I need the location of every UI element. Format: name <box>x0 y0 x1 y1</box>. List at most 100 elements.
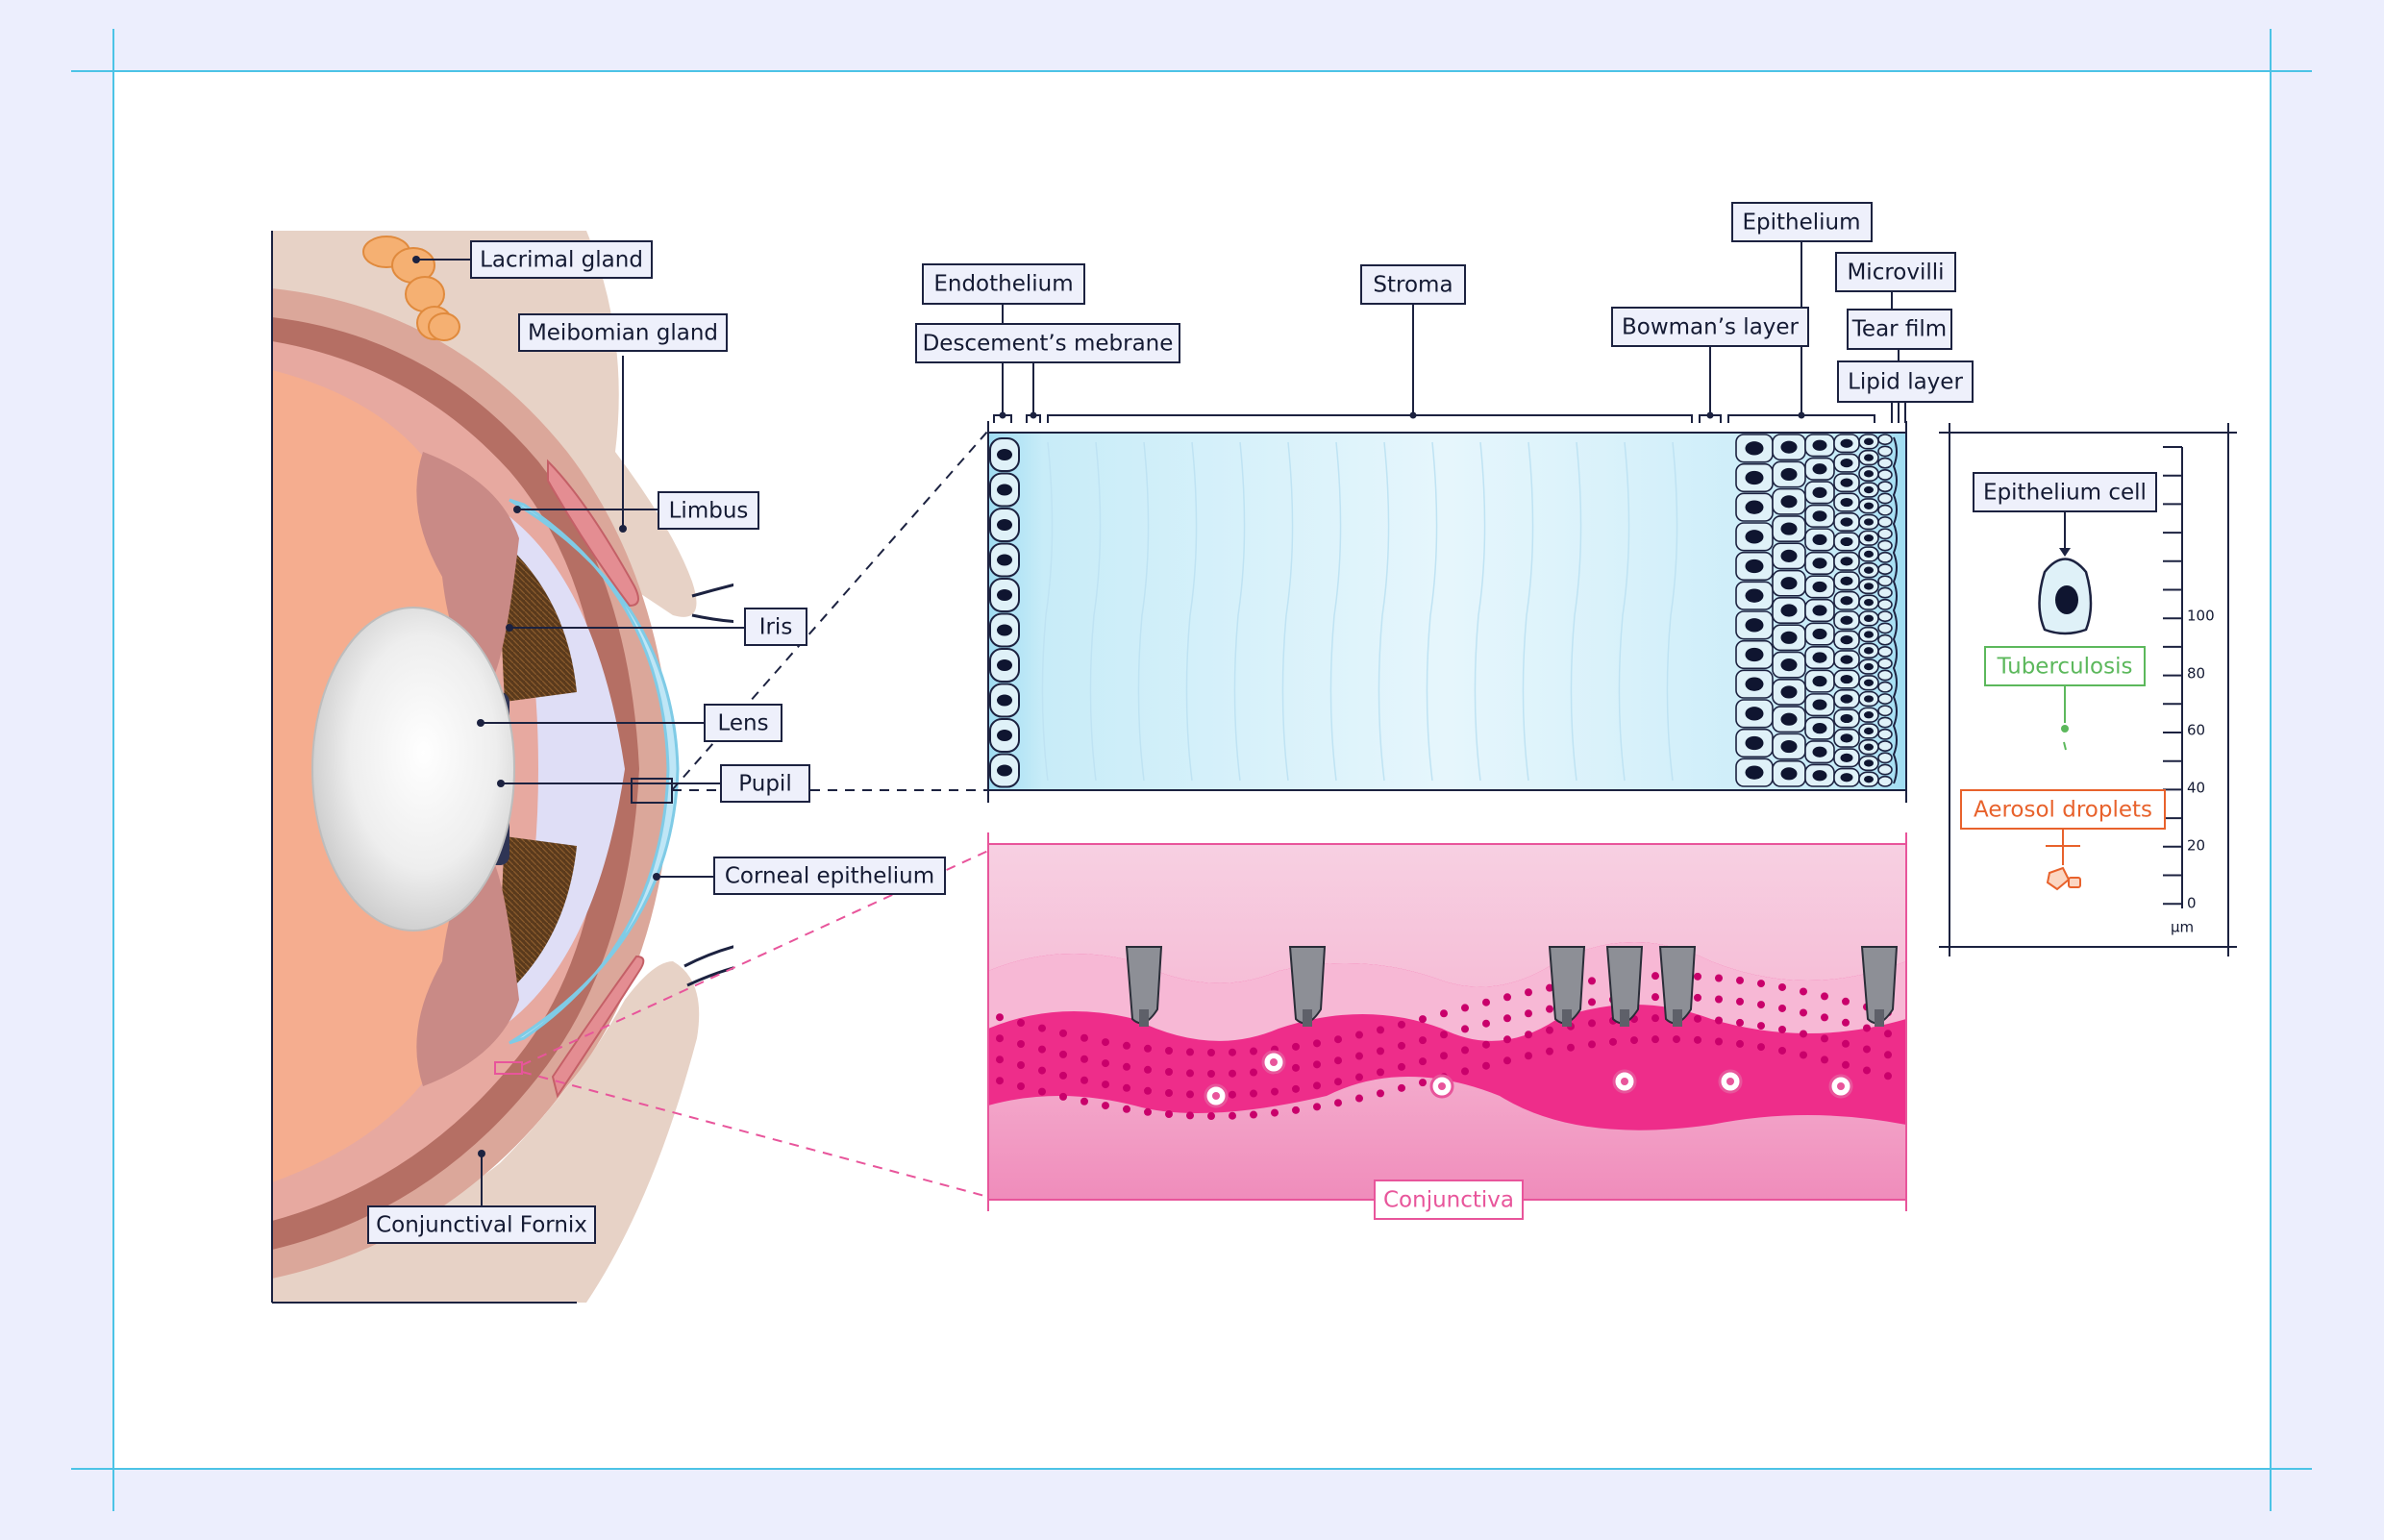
label-lens-text: Lens <box>717 711 768 736</box>
conjunctiva-cell-dot <box>1800 987 1807 996</box>
epithelium-cell-nucleus <box>1840 694 1853 704</box>
conjunctiva-cell-dot <box>1165 1068 1173 1077</box>
conjunctiva-cell-dot <box>1482 1019 1490 1028</box>
endothelium-nucleus <box>997 624 1012 636</box>
epithelium-cell-nucleus <box>1840 459 1853 468</box>
conjunctiva-cell-dot <box>1461 1067 1469 1076</box>
conjunctiva-cell-dot <box>1694 972 1701 981</box>
conjunctiva-cell-dot <box>1546 1047 1553 1056</box>
epithelium-cell-nucleus <box>1812 581 1827 593</box>
epithelium-cell-nucleus <box>1780 631 1798 644</box>
conjunctiva-cell-dot <box>1038 1066 1046 1075</box>
immune-cell-core <box>1621 1078 1628 1085</box>
epithelium-cell-shape <box>1877 516 1893 528</box>
epithelium-cell-nucleus <box>1864 566 1874 574</box>
label-bowmans-layer: Bowman’s layer <box>1611 307 1809 347</box>
conjunctiva-cell-dot <box>1503 993 1511 1002</box>
conjunctiva-cell-dot <box>1334 1035 1342 1044</box>
epithelium-cell-nucleus <box>1780 712 1798 726</box>
conjunctiva-cell-dot <box>1377 1089 1384 1098</box>
epithelium-cell-shape <box>1877 775 1893 787</box>
conjunctiva-cell-dot <box>1038 1087 1046 1096</box>
conjunctiva-cell-dot <box>1525 1031 1532 1039</box>
conjunctiva-cell-dot <box>1461 1025 1469 1033</box>
epithelium-cells <box>1735 434 1893 787</box>
conjunctiva-cell-dot <box>1313 1039 1321 1048</box>
conjunctiva-cell-dot <box>1503 1014 1511 1023</box>
conjunctiva-cell-dot <box>1250 1110 1257 1119</box>
label-aerosol-droplets-text: Aerosol droplets <box>1974 798 2152 823</box>
conjunctiva-cell-dot <box>1651 1035 1659 1044</box>
endothelium-nucleus <box>997 659 1012 671</box>
conjunctiva-cell-dot <box>1377 1068 1384 1077</box>
tick-label-40: 40 <box>2187 780 2205 797</box>
conjunctiva-cell-dot <box>1800 1030 1807 1038</box>
conjunctiva-cell-dot <box>1080 1033 1088 1042</box>
epithelium-cell-shape <box>1877 481 1893 493</box>
epithelium-cell-nucleus <box>1745 530 1764 544</box>
epithelium-cell-nucleus <box>1864 485 1874 494</box>
epithelium-cell-nucleus <box>1780 604 1798 617</box>
conjunctiva-cell-dot <box>1229 1090 1236 1099</box>
epithelium-cell-shape <box>1877 645 1893 658</box>
goblet-cells <box>1125 946 1899 1027</box>
conjunctiva-cell-dot <box>1736 1018 1744 1027</box>
epithelium-cell-shape <box>1877 752 1893 764</box>
epithelium-cell-nucleus <box>1745 707 1764 721</box>
eye-leaders <box>412 256 989 1206</box>
epithelium-cell-nucleus <box>1864 662 1874 671</box>
conjunctiva-cell-dot <box>1334 1099 1342 1107</box>
epithelium-cell-shape <box>1877 457 1893 469</box>
tuberculosis-particle <box>2061 725 2069 733</box>
epithelium-cell-nucleus <box>1840 596 1853 606</box>
conjunctiva-cell-dot <box>1334 1078 1342 1086</box>
conjunctiva-cell-dot <box>1292 1063 1300 1072</box>
label-lacrimal-gland-text: Lacrimal gland <box>480 248 643 273</box>
epithelium-cell-shape <box>1877 633 1893 646</box>
label-bowmans-layer-text: Bowman’s layer <box>1622 315 1800 340</box>
conjunctiva-cell-dot <box>1313 1103 1321 1111</box>
epithelium-cell-nucleus <box>1780 577 1798 590</box>
label-lacrimal-gland: Lacrimal gland <box>470 240 653 279</box>
conjunctiva-cell-dot <box>1165 1047 1173 1056</box>
label-epithelium-cell-text: Epithelium cell <box>1983 481 2147 506</box>
epithelium-cell-nucleus <box>1840 615 1853 625</box>
conjunctiva-cell-dot <box>996 1077 1004 1085</box>
label-conjunctival-fornix: Conjunctival Fornix <box>367 1205 596 1244</box>
goblet-cell-stem <box>1673 1009 1682 1027</box>
tick-label-0: 0 <box>2187 895 2197 912</box>
conjunctiva-cell-dot <box>1863 1024 1871 1032</box>
epithelium-cell-nucleus <box>1745 500 1764 514</box>
conjunctiva-cell-dot <box>1609 1037 1617 1046</box>
epithelium-cell-shape <box>1877 598 1893 610</box>
epithelium-cell-shape <box>1877 563 1893 576</box>
conjunctiva-cell-dot <box>1102 1080 1109 1089</box>
conjunctiva-cell-dot <box>1546 983 1553 992</box>
immune-cell-core <box>1837 1082 1845 1090</box>
conjunctiva-cell-dot <box>1757 1043 1765 1052</box>
endothelium-nucleus <box>997 589 1012 601</box>
conjunctiva-cell-dot <box>1144 1086 1152 1095</box>
epithelium-cell-nucleus <box>1864 711 1874 719</box>
conjunctiva-cell-dot <box>1715 1016 1723 1025</box>
conjunctiva-cell-dot <box>1355 1094 1363 1103</box>
conjunctiva-cell-dot <box>1017 1060 1025 1069</box>
goblet-cell-stem <box>1562 1009 1572 1027</box>
epithelium-cell-nucleus <box>1812 699 1827 710</box>
epithelium-cell-nucleus <box>1864 470 1874 478</box>
epithelium-cell-shape <box>1877 728 1893 740</box>
conjunctiva-cell-dot <box>1355 1073 1363 1081</box>
immune-cell-core <box>1438 1082 1446 1090</box>
conjunctiva-cell-dot <box>1271 1087 1279 1096</box>
epithelium-cell-nucleus <box>1780 522 1798 535</box>
epithelium-cell-nucleus <box>1812 652 1827 663</box>
epithelium-cell-nucleus <box>1864 727 1874 735</box>
conjunctiva-cell-dot <box>1165 1110 1173 1119</box>
epithelium-cell-nucleus <box>1780 767 1798 781</box>
conjunctiva-cell-dot <box>1821 992 1828 1001</box>
conjunctiva-cell-dot <box>1038 1024 1046 1032</box>
label-tuberculosis-text: Tuberculosis <box>1997 655 2133 680</box>
label-epithelium: Epithelium <box>1731 202 1873 242</box>
epithelium-cell-nucleus <box>1840 753 1853 762</box>
epithelium-cell-shape <box>1877 504 1893 516</box>
